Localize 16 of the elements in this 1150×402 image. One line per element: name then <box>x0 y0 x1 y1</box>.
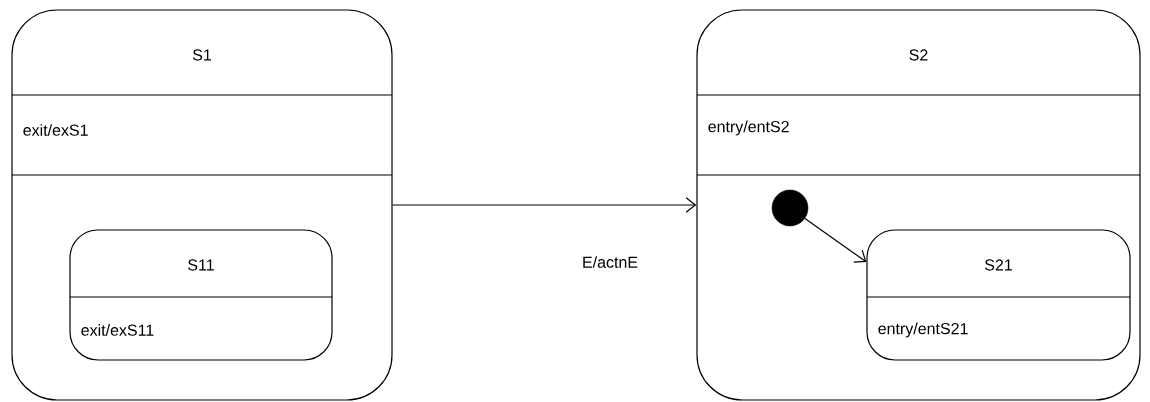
state-box <box>866 229 1131 361</box>
edge-label: E/actnE <box>580 254 640 270</box>
state-name: S21 <box>985 259 1012 271</box>
arrow <box>804 217 867 263</box>
state-name: S11 <box>188 259 214 271</box>
arrow <box>392 197 697 213</box>
state-name: S2 <box>909 49 928 61</box>
activity-text: exit/exS1 <box>23 124 88 136</box>
activity-text: entry/entS21 <box>878 322 968 338</box>
state-box <box>69 229 333 361</box>
state-box <box>696 9 1141 401</box>
initial-state-dot <box>771 189 809 227</box>
activity-text: exit/exS11 <box>81 324 154 336</box>
state-box <box>11 9 393 401</box>
state-name: S1 <box>192 49 211 61</box>
activity-text: entry/entS2 <box>708 120 789 136</box>
